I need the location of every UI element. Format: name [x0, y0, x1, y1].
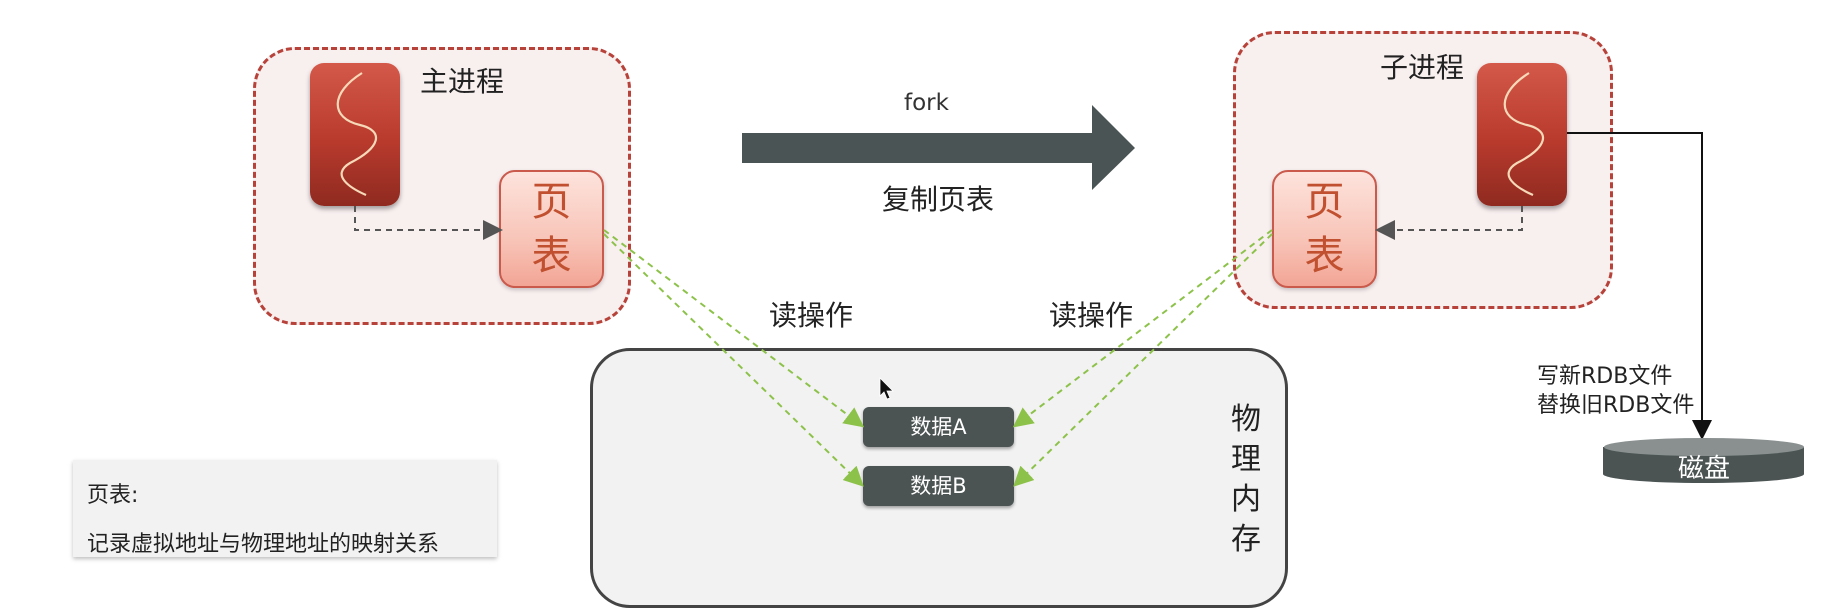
- mouse-cursor-icon: [879, 377, 894, 400]
- write-rdb-note: 写新RDB文件 替换旧RDB文件: [1537, 362, 1694, 420]
- main-process-cpu-icon: [310, 63, 400, 206]
- write-rdb-note-line2: 替换旧RDB文件: [1537, 393, 1695, 418]
- legend-description: 记录虚拟地址与物理地址的映射关系: [87, 532, 440, 557]
- main-page-table-label: 页表: [531, 179, 572, 279]
- connectors-overlay: [354, 105, 1804, 487]
- child-process-title: 子进程: [1380, 51, 1465, 84]
- child-to-disk-link: [1567, 132, 1712, 440]
- data-b-block: 数据B: [863, 466, 1014, 506]
- write-rdb-note-line1: 写新RDB文件: [1537, 364, 1673, 389]
- fork-arrow-shape: [742, 105, 1135, 190]
- main-page-table: 页表: [499, 170, 604, 288]
- read-op-right-label: 读操作: [1049, 299, 1134, 332]
- main-read-to-data-a: [603, 229, 865, 428]
- child-read-to-data-a: [1012, 229, 1273, 428]
- child-cpu-to-page-table-link: [1375, 206, 1523, 240]
- legend-box: 页表: 记录虚拟地址与物理地址的映射关系: [73, 460, 497, 557]
- child-page-table-label: 页表: [1304, 179, 1345, 279]
- data-a-block: 数据A: [863, 407, 1014, 447]
- copy-page-table-label: 复制页表: [882, 183, 995, 216]
- fork-label: fork: [904, 90, 949, 116]
- main-process-title: 主进程: [420, 65, 505, 98]
- disk-label: 磁盘: [1677, 454, 1730, 484]
- child-page-table: 页表: [1272, 170, 1377, 288]
- main-cpu-to-page-table-link: [354, 206, 503, 240]
- read-op-left-label: 读操作: [769, 299, 854, 332]
- child-read-to-data-b: [1013, 233, 1273, 487]
- physical-memory-label: 物理内存: [1231, 402, 1261, 557]
- child-process-cpu-icon: [1477, 63, 1567, 206]
- legend-title: 页表:: [87, 483, 139, 508]
- main-read-to-data-b: [603, 233, 864, 487]
- disk-icon: [1603, 438, 1804, 484]
